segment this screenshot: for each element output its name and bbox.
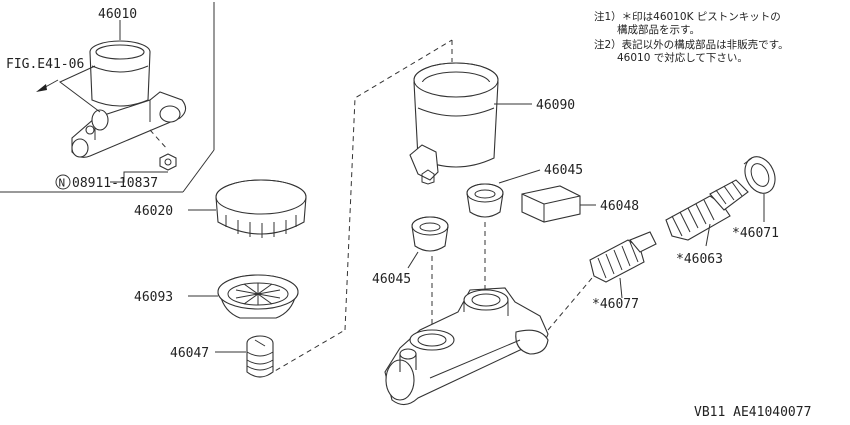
inset-frame	[0, 2, 215, 193]
label-46090: 46090	[536, 98, 575, 113]
note-2-line-2: 46010 で対応して下さい。	[617, 51, 748, 64]
label-46048: 46048	[600, 199, 639, 214]
spring-46077-drawing	[547, 231, 657, 331]
label-46077: *46077	[592, 297, 639, 312]
nut-marker-label: N	[59, 177, 66, 190]
plug-46047-drawing	[215, 329, 346, 378]
label-46093: 46093	[134, 290, 173, 305]
pin-46048-drawing	[521, 185, 596, 223]
note-1-line-2: 構成部品を示す。	[617, 23, 700, 36]
label-46045-upper: 46045	[544, 163, 583, 178]
reservoir-46090-drawing	[344, 39, 532, 331]
notes-block: 注1）＊印は46010K ピストンキットの 構成部品を示す。 注2）表記以外の構…	[594, 10, 789, 64]
label-46071: *46071	[732, 226, 779, 241]
label-fig-ref: FIG.E41-06	[6, 57, 84, 72]
label-46020: 46020	[134, 204, 173, 219]
snap-ring-46071-drawing	[743, 156, 776, 222]
label-46045-lower: 46045	[372, 272, 411, 287]
label-08911-10837: 08911-10837	[72, 176, 158, 191]
grommet-46045-lower-drawing	[407, 216, 449, 328]
cap-46020-drawing	[188, 179, 307, 238]
label-46063: *46063	[676, 252, 723, 267]
cylinder-body-drawing	[384, 287, 549, 406]
grommet-46045-upper-drawing	[466, 169, 541, 290]
nut-marker-badge: N	[55, 174, 71, 190]
strainer-46093-drawing	[188, 274, 299, 319]
note-2-line-1: 注2）表記以外の構成部品は非販売です。	[594, 38, 789, 51]
label-46047: 46047	[170, 346, 209, 361]
note-1-line-1: 注1）＊印は46010K ピストンキットの	[594, 10, 781, 23]
label-46010: 46010	[98, 7, 137, 22]
master-cylinder-assembly-drawing	[36, 20, 187, 183]
piston-46063-drawing	[665, 179, 749, 247]
diagram-code: VB11 AE41040077	[694, 405, 811, 420]
